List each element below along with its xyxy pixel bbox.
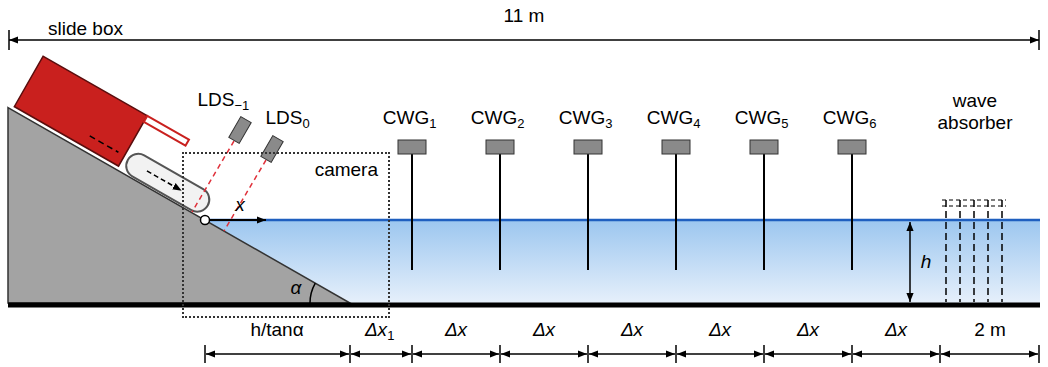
spacing-dimension — [413, 353, 499, 355]
gauge-rod — [763, 154, 765, 270]
subscript: −1 — [234, 99, 249, 114]
subscript: 0 — [302, 117, 309, 132]
spacing-dimension — [206, 353, 349, 355]
gauge-head — [750, 140, 778, 154]
spacing-dimension — [853, 353, 939, 355]
label: Δx — [885, 319, 907, 341]
subscript: 1 — [429, 117, 436, 132]
spacing-dimension — [677, 353, 763, 355]
absorber-top — [942, 205, 1006, 206]
ramp — [8, 108, 350, 303]
absorber-layer — [945, 200, 947, 302]
slide-box-assembly — [13, 56, 231, 216]
label: CWG — [647, 107, 693, 129]
subscript: 1 — [387, 329, 394, 344]
subscript: 2 — [517, 117, 524, 132]
dimension-tick — [411, 345, 413, 363]
water-surface — [205, 219, 1040, 222]
camera-frame: camera — [182, 152, 390, 318]
label: 2 m — [974, 319, 1006, 341]
label: 11 m — [504, 5, 545, 27]
dimension-tick — [349, 345, 351, 363]
spacing-dimension — [501, 353, 587, 355]
label: Δx — [709, 319, 731, 341]
gauge-head — [398, 140, 426, 154]
slide-box-label: slide box — [48, 18, 123, 40]
label: α — [291, 277, 302, 299]
label: x — [235, 194, 245, 216]
slide-arrow — [147, 171, 182, 191]
slide-box — [14, 56, 147, 166]
slide-block — [122, 150, 214, 216]
label: LDS — [266, 107, 303, 129]
label: Δx — [533, 319, 555, 341]
gauge-rod — [675, 154, 677, 270]
gauge-rod — [499, 154, 501, 270]
dimension-tick — [204, 345, 206, 363]
angle-arc — [310, 283, 315, 303]
dimension-tick — [587, 345, 589, 363]
lds-sensor — [261, 136, 283, 163]
label: Δx — [445, 319, 467, 341]
spacing-dimension — [941, 353, 1038, 355]
absorber-top — [942, 199, 1006, 200]
subscript: 6 — [869, 117, 876, 132]
subscript: 4 — [693, 117, 700, 132]
gate-plate — [144, 116, 189, 146]
dimension-tick — [851, 345, 853, 363]
gauge-rod — [587, 154, 589, 270]
label: CWG — [471, 107, 517, 129]
label: Δx — [797, 319, 819, 341]
label: Δx — [621, 319, 643, 341]
dimension-tick — [499, 345, 501, 363]
x-axis-arrow — [209, 219, 266, 221]
label: Δx — [365, 319, 387, 341]
dimension-tick — [939, 345, 941, 363]
gauge-head — [838, 140, 866, 154]
depth-dimension — [909, 222, 911, 302]
spacing-dimension — [765, 353, 851, 355]
gauge-rod — [851, 154, 853, 270]
label: CWG — [383, 107, 429, 129]
origin-point — [201, 216, 210, 225]
label: CWG — [735, 107, 781, 129]
label: CWG — [823, 107, 869, 129]
dimension-tick — [1038, 345, 1040, 363]
spacing-dimensions — [205, 345, 1039, 363]
label: CWG — [559, 107, 605, 129]
node-text: camera — [315, 159, 378, 181]
wave-absorber — [942, 200, 1006, 302]
label: wave absorber — [925, 90, 1025, 134]
spacing-dimension — [351, 353, 411, 355]
label: h — [921, 251, 932, 273]
absorber-layer — [1001, 200, 1003, 302]
flume-floor — [8, 303, 1040, 308]
absorber-layer — [973, 200, 975, 302]
length-dimension — [9, 39, 1039, 41]
label: h/tanα — [250, 319, 303, 341]
water-body — [205, 220, 1040, 303]
wave-gauges — [398, 140, 866, 270]
subscript: 3 — [605, 117, 612, 132]
subscript: 5 — [781, 117, 788, 132]
node-text: slide box — [48, 18, 123, 40]
gauge-head — [662, 140, 690, 154]
absorber-layer — [959, 200, 961, 302]
absorber-layer — [987, 200, 989, 302]
label: LDS — [198, 89, 235, 111]
slide-box-dash — [90, 136, 119, 152]
dimension-tick — [763, 345, 765, 363]
gauge-rod — [411, 154, 413, 270]
lds-sensor — [229, 117, 251, 144]
spacing-dimension — [589, 353, 675, 355]
gauge-head — [486, 140, 514, 154]
dimension-tick — [675, 345, 677, 363]
gauge-head — [574, 140, 602, 154]
